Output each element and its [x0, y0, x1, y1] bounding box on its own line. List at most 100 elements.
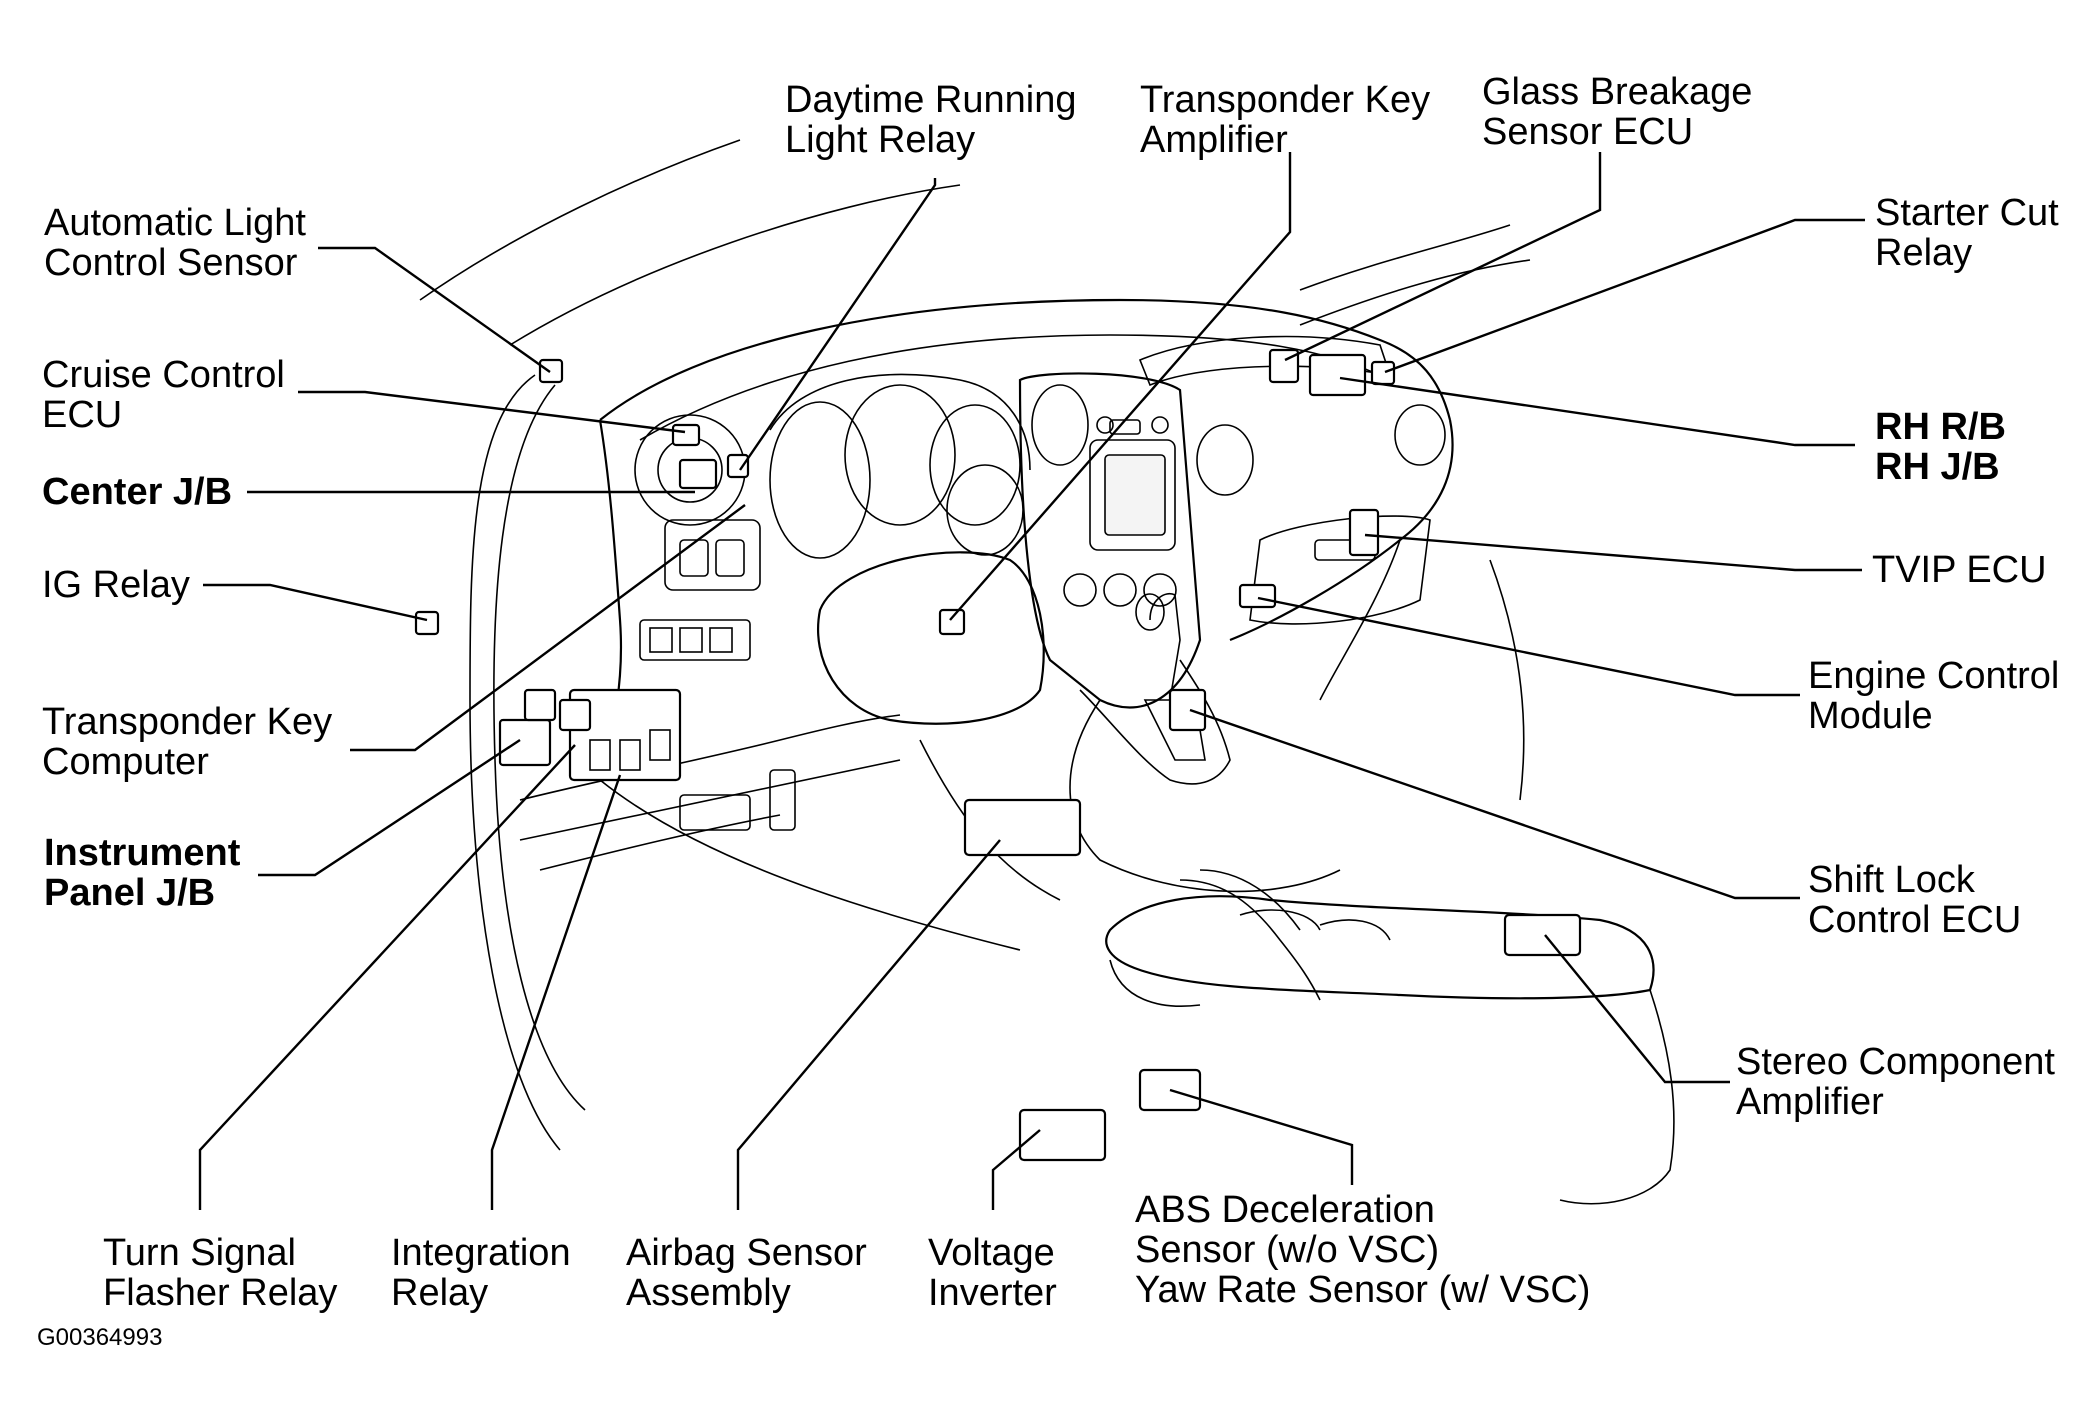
- cupholder-2: [1319, 919, 1391, 941]
- label-tvip-ecu: TVIP ECU: [1872, 550, 2047, 590]
- brake-pedal: [679, 794, 751, 831]
- label-line: Flasher Relay: [103, 1272, 338, 1314]
- dash-top-inner: [639, 334, 1391, 441]
- small-knob-a: [1096, 416, 1114, 434]
- ecm-part: [1238, 583, 1277, 609]
- label-line: Center J/B: [42, 471, 233, 513]
- ip-jb-connector-1: [589, 739, 611, 771]
- nav-screen-inner: [1104, 454, 1166, 536]
- leader-shift-lock-ecu: [1189, 708, 1800, 900]
- label-line: Control ECU: [1808, 899, 2022, 941]
- shift-lock-ecu-part: [1168, 688, 1207, 732]
- label-line: ABS Deceleration: [1135, 1189, 1435, 1231]
- dash-lower-left-panel: [519, 714, 901, 801]
- leader-rh-rb-jb: [1339, 376, 1855, 447]
- label-line: Sensor (w/o VSC): [1135, 1229, 1440, 1271]
- label-line: Panel J/B: [44, 872, 216, 914]
- ip-jb-connector-2: [619, 739, 641, 771]
- label-transponder-key-amplifier: Transponder Key Amplifier: [1140, 80, 1430, 160]
- label-ig-relay: IG Relay: [42, 565, 190, 605]
- label-line: Amplifier: [1736, 1081, 1884, 1123]
- leader-daytime-running-light-relay: [739, 178, 937, 471]
- label-instrument-panel-jb: Instrument Panel J/B: [44, 833, 240, 913]
- label-line: Integration: [391, 1232, 571, 1274]
- label-airbag-sensor-assembly: Airbag Sensor Assembly: [626, 1233, 867, 1313]
- label-line: Amplifier: [1140, 119, 1288, 161]
- label-line: Voltage: [928, 1232, 1055, 1274]
- ip-jb-relay-3: [558, 698, 592, 732]
- lower-switch-c: [709, 627, 733, 653]
- transponder-key-amp-part: [938, 608, 966, 636]
- leader-transponder-key-amplifier: [949, 152, 1292, 621]
- leader-airbag-sensor: [736, 839, 1001, 1210]
- leader-starter-cut-relay: [1384, 218, 1865, 374]
- door-sill-right: [1489, 559, 1525, 801]
- leader-tvip-ecu: [1364, 533, 1862, 572]
- accelerator-pedal: [769, 769, 796, 831]
- leader-glass-breakage-ecu: [1284, 152, 1602, 362]
- gauge-1: [769, 401, 871, 559]
- label-voltage-inverter: Voltage Inverter: [928, 1233, 1057, 1313]
- label-stereo-component-amplifier: Stereo Component Amplifier: [1736, 1042, 2055, 1122]
- lower-switch-b: [679, 627, 703, 653]
- airbag-sensor-part: [963, 798, 1082, 857]
- rear-console-top: [1105, 895, 1655, 1000]
- ip-jb-connector-3: [649, 729, 671, 761]
- knee-panel-edge: [519, 759, 901, 841]
- label-line: Inverter: [928, 1272, 1057, 1314]
- knob-1: [1063, 573, 1097, 607]
- rh-rb-part: [1308, 353, 1367, 397]
- label-line: Airbag Sensor: [626, 1232, 867, 1274]
- center-vent: [1031, 384, 1089, 466]
- parking-brake-lever-2: [1199, 869, 1301, 931]
- label-glass-breakage-sensor-ecu: Glass Breakage Sensor ECU: [1482, 72, 1752, 152]
- rear-console-bottom: [1109, 959, 1201, 1007]
- knob-2: [1103, 573, 1137, 607]
- roof-right-line: [1299, 224, 1511, 291]
- label-line: Daytime Running: [785, 79, 1077, 121]
- label-line: Control Sensor: [44, 242, 298, 284]
- cluster-hood: [769, 373, 1031, 471]
- label-line: Transponder Key: [42, 701, 333, 743]
- windshield-lower-line: [509, 184, 961, 346]
- ip-jb-relay-1: [498, 718, 552, 767]
- leader-stereo-amp: [1544, 934, 1730, 1084]
- a-pillar-outer: [469, 374, 561, 1151]
- label-line: Transponder Key: [1140, 79, 1431, 121]
- leader-abs-sensor: [1169, 1088, 1354, 1185]
- leader-integration-relay: [490, 774, 622, 1210]
- figure-id: G00364993: [37, 1324, 163, 1351]
- drl-relay-part: [726, 453, 750, 479]
- glove-box: [1249, 515, 1431, 625]
- switch-1: [679, 539, 709, 577]
- cupholder-1: [1239, 909, 1321, 931]
- label-line: ECU: [42, 394, 123, 436]
- label-line: IG Relay: [42, 564, 190, 606]
- windshield-upper-line: [419, 139, 741, 301]
- voltage-inverter-part: [1018, 1108, 1107, 1162]
- leader-instrument-panel-jb: [258, 738, 521, 877]
- nav-screen-outer: [1089, 439, 1176, 551]
- steering-pad: [817, 551, 1045, 725]
- ip-jb-relay-2: [523, 688, 557, 722]
- label-line: Turn Signal: [103, 1232, 296, 1274]
- gauge-4: [946, 464, 1024, 556]
- label-line: Module: [1808, 695, 1933, 737]
- floor-line: [599, 779, 1021, 951]
- dash-top-contour: [599, 298, 1452, 421]
- roof-right-line-2: [1299, 259, 1531, 326]
- label-line: TVIP ECU: [1872, 549, 2047, 591]
- center-console-lower: [1079, 659, 1231, 785]
- label-line: Computer: [42, 741, 209, 783]
- label-center-jb: Center J/B: [42, 472, 232, 512]
- stereo-amp-part: [1503, 913, 1582, 957]
- leader-engine-control-module: [1257, 596, 1800, 697]
- dashboard-line-art: [414, 139, 1675, 1205]
- combination-switch: [664, 519, 761, 591]
- label-line: Engine Control: [1808, 655, 2060, 697]
- lower-switch-row: [639, 619, 751, 661]
- dash-lower-right: [1319, 539, 1401, 701]
- label-line: Instrument: [44, 832, 241, 874]
- label-abs-deceleration-sensor: ABS Deceleration Sensor (w/o VSC) Yaw Ra…: [1135, 1190, 1590, 1310]
